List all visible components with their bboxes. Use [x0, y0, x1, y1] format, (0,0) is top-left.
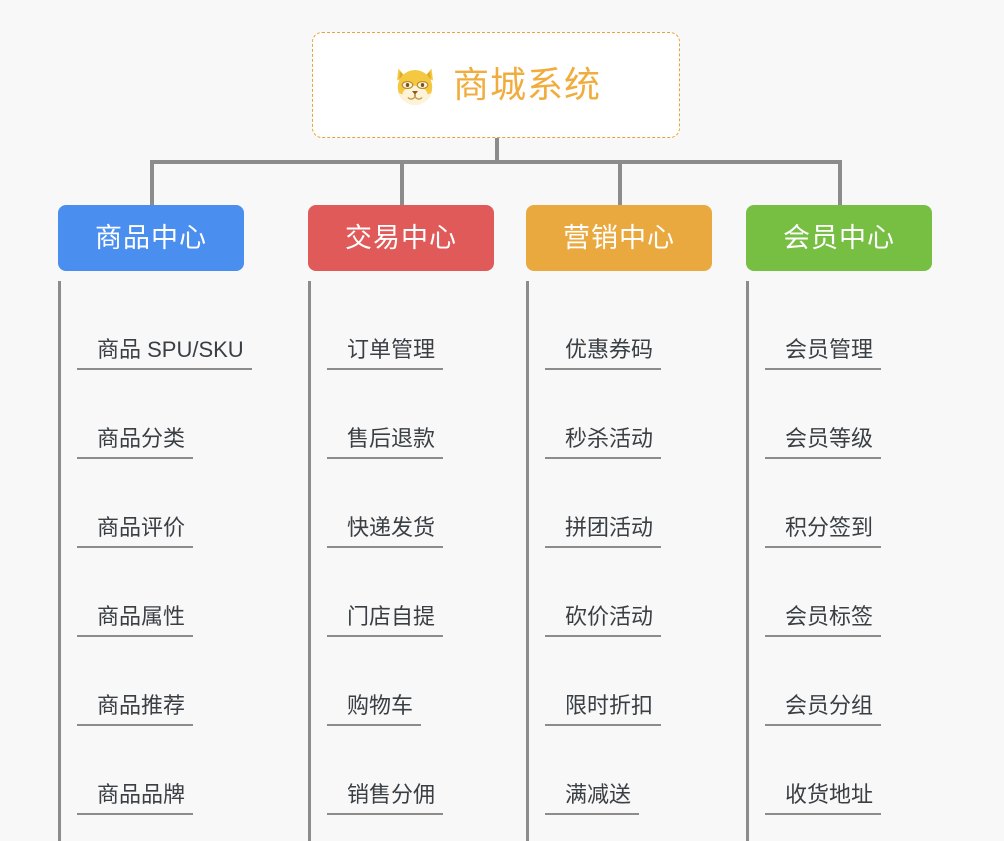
branch-items-4: 会员管理 会员等级 积分签到 会员标签 会员分组 收货地址	[746, 281, 932, 841]
leaf-label: 快递发货	[327, 515, 444, 548]
leaf-label: 商品属性	[77, 604, 194, 637]
leaf-label: 商品评价	[77, 515, 194, 548]
leaf-label: 商品分类	[77, 426, 194, 459]
leaf-label: 门店自提	[327, 604, 444, 637]
branch-items-2: 订单管理 售后退款 快递发货 门店自提 购物车 销售分佣	[308, 281, 494, 841]
category-label-1: 商品中心	[95, 222, 207, 253]
category-header-2[interactable]: 交易中心	[308, 205, 494, 271]
branch-column-3: 营销中心 优惠券码 秒杀活动 拼团活动 砍价活动 限时折扣 满减送	[526, 205, 712, 841]
list-item[interactable]: 优惠券码	[545, 281, 712, 370]
leaf-label: 会员等级	[765, 426, 882, 459]
leaf-label: 砍价活动	[545, 604, 662, 637]
list-item[interactable]: 收货地址	[765, 726, 932, 815]
list-item[interactable]: 会员管理	[765, 281, 932, 370]
list-item[interactable]: 商品属性	[77, 548, 252, 637]
leaf-label: 会员分组	[765, 693, 882, 726]
connector-horizontal-bus	[150, 160, 840, 164]
list-item[interactable]: 砍价活动	[545, 548, 712, 637]
leaf-label: 优惠券码	[545, 337, 662, 370]
list-item[interactable]: 会员标签	[765, 548, 932, 637]
leaf-label: 满减送	[545, 782, 640, 815]
category-label-3: 营销中心	[563, 222, 675, 253]
connector-drop-2	[400, 160, 404, 208]
leaf-label: 拼团活动	[545, 515, 662, 548]
list-item[interactable]: 拼团活动	[545, 459, 712, 548]
category-header-3[interactable]: 营销中心	[526, 205, 712, 271]
connector-root-stem	[495, 138, 499, 163]
leaf-label: 积分签到	[765, 515, 882, 548]
leaf-label: 购物车	[327, 693, 422, 726]
category-header-4[interactable]: 会员中心	[746, 205, 932, 271]
list-item[interactable]: 会员等级	[765, 370, 932, 459]
root-node[interactable]: 商城系统	[312, 32, 680, 138]
list-item[interactable]: 购物车	[327, 637, 494, 726]
list-item[interactable]: 商品 SPU/SKU	[77, 281, 252, 370]
leaf-label: 销售分佣	[327, 782, 444, 815]
list-item[interactable]: 商品评价	[77, 459, 252, 548]
connector-drop-4	[838, 160, 842, 208]
leaf-label: 商品 SPU/SKU	[77, 337, 252, 370]
list-item[interactable]: 门店自提	[327, 548, 494, 637]
leaf-label: 会员标签	[765, 604, 882, 637]
list-item[interactable]: 商品分类	[77, 370, 252, 459]
connector-drop-1	[150, 160, 154, 208]
list-item[interactable]: 快递发货	[327, 459, 494, 548]
leaf-label: 订单管理	[327, 337, 444, 370]
category-label-4: 会员中心	[783, 222, 895, 253]
list-item[interactable]: 积分签到	[765, 459, 932, 548]
page-title: 商城系统	[452, 64, 601, 105]
leaf-label: 商品品牌	[77, 782, 194, 815]
list-item[interactable]: 商品品牌	[77, 726, 252, 815]
leaf-label: 商品推荐	[77, 693, 194, 726]
branch-items-3: 优惠券码 秒杀活动 拼团活动 砍价活动 限时折扣 满减送	[526, 281, 712, 841]
list-item[interactable]: 满减送	[545, 726, 712, 815]
category-label-2: 交易中心	[345, 222, 457, 253]
branch-items-1: 商品 SPU/SKU 商品分类 商品评价 商品属性 商品推荐 商品品牌	[58, 281, 252, 841]
branch-column-2: 交易中心 订单管理 售后退款 快递发货 门店自提 购物车 销售分佣	[308, 205, 494, 841]
leaf-label: 会员管理	[765, 337, 882, 370]
list-item[interactable]: 商品推荐	[77, 637, 252, 726]
list-item[interactable]: 会员分组	[765, 637, 932, 726]
category-header-1[interactable]: 商品中心	[58, 205, 244, 271]
branch-column-4: 会员中心 会员管理 会员等级 积分签到 会员标签 会员分组 收货地址	[746, 205, 932, 841]
shiba-dog-icon	[396, 68, 433, 106]
leaf-label: 秒杀活动	[545, 426, 662, 459]
leaf-label: 限时折扣	[545, 693, 662, 726]
list-item[interactable]: 销售分佣	[327, 726, 494, 815]
list-item[interactable]: 秒杀活动	[545, 370, 712, 459]
list-item[interactable]: 限时折扣	[545, 637, 712, 726]
leaf-label: 收货地址	[765, 782, 882, 815]
connector-drop-3	[618, 160, 622, 208]
branch-column-1: 商品中心 商品 SPU/SKU 商品分类 商品评价 商品属性 商品推荐 商品品牌	[58, 205, 252, 841]
list-item[interactable]: 订单管理	[327, 281, 494, 370]
list-item[interactable]: 售后退款	[327, 370, 494, 459]
leaf-label: 售后退款	[327, 426, 444, 459]
